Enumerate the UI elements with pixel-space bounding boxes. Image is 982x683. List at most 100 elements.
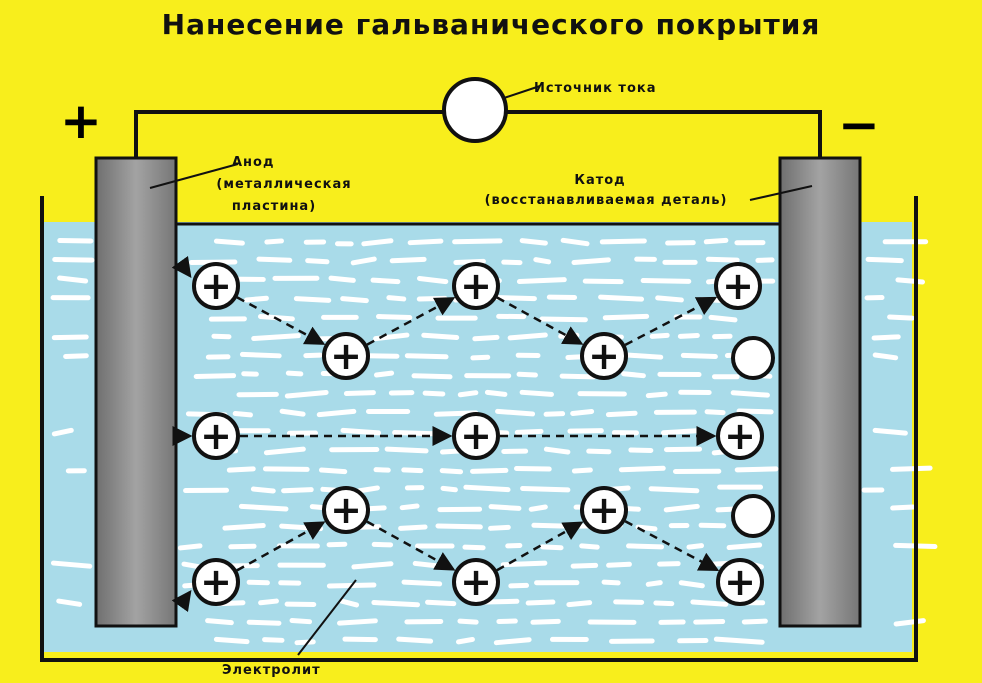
electrolyte-dash: [318, 467, 348, 475]
anode-plate: [94, 156, 178, 628]
electrolyte-dash: [704, 409, 726, 416]
electrolyte-dash: [734, 466, 779, 473]
electrolyte-dash: [872, 427, 908, 436]
ion-path-segment: [236, 521, 326, 572]
electrolyte-dash: [316, 408, 357, 418]
electrolyte-dash: [350, 256, 377, 266]
electrolyte-dash: [599, 238, 647, 245]
ion-circle: [580, 486, 628, 534]
electrolyte-dash: [890, 504, 916, 511]
anode-label-line1: Анод: [232, 155, 275, 170]
electrolyte-dash: [645, 391, 668, 399]
electrolyte-dash: [305, 258, 330, 265]
electrolyte-dash: [343, 390, 376, 397]
electrolyte-dash: [211, 333, 232, 340]
electrolyte-dash: [279, 408, 306, 417]
electrolyte-dash: [618, 465, 666, 473]
anode-release-arrow: [171, 589, 192, 613]
electrolyte-dash: [361, 238, 394, 247]
electrolyte-dash: [462, 544, 486, 551]
electrolyte-dash: [232, 411, 253, 418]
electrolyte-dash: [495, 408, 536, 417]
anode-label-line3: пластина): [231, 199, 317, 214]
electrolyte-dash: [887, 314, 915, 321]
electrolyte-dash: [440, 485, 458, 493]
electrolyte-dash: [376, 313, 413, 321]
electrolyte-dash: [63, 353, 89, 359]
electrolyte-dash: [570, 562, 599, 569]
electrolyte-dash: [648, 486, 700, 494]
positive-ion: +: [452, 412, 500, 460]
cathode-label-line2: (восстанавливаемая деталь): [484, 193, 728, 208]
electrolyte-dash: [470, 467, 509, 474]
electrolyte-dash: [488, 524, 511, 531]
electrolyte-dash: [386, 295, 407, 302]
electrolyte-dash: [540, 544, 564, 551]
deposited-metal: [731, 336, 775, 380]
power-source: [442, 77, 508, 143]
electrolyte-dash: [530, 618, 561, 625]
positive-ion: +: [580, 332, 628, 380]
electrolyte-dash: [213, 636, 250, 645]
electrolyte-dash: [493, 637, 532, 646]
electrolyte-dash: [457, 390, 479, 398]
ion-charge-symbol: +: [330, 334, 362, 378]
ion-circle: [192, 412, 240, 460]
ion-path-segment: [624, 520, 720, 572]
electrolyte-dash: [872, 352, 899, 361]
electrolyte-dash: [396, 636, 434, 644]
ion-charge-symbol: +: [588, 488, 620, 532]
ion-charge-symbol: +: [200, 560, 232, 604]
electrolyte-dash: [741, 618, 768, 625]
electrolyte-dash: [351, 561, 394, 570]
electrolyte-dash: [895, 277, 925, 285]
electrolyte-dash: [285, 370, 304, 377]
deposited-metal: [731, 494, 775, 538]
electrolyte-dash: [243, 295, 269, 303]
electrolyte-dash: [559, 373, 597, 380]
electrolyte-dash: [507, 332, 548, 341]
electrolyte-dash: [452, 238, 503, 245]
electrolyte-dash: [239, 351, 282, 359]
electrolyte-dash: [342, 636, 378, 643]
electrolyte-dash: [472, 334, 500, 342]
ion-charge-symbol: +: [722, 264, 754, 308]
electrolyte-dash: [531, 522, 569, 529]
electrolyte-dash: [586, 448, 612, 455]
electrolyte-dash: [602, 313, 650, 321]
electrolyte-dash: [404, 353, 449, 360]
electrolyte-dash: [519, 238, 548, 246]
electrolyte-dash: [705, 256, 740, 263]
electrolyte-dash: [560, 237, 590, 247]
electrolyte-dash: [736, 408, 774, 415]
electrolyte-dash: [251, 333, 301, 341]
positive-ion: +: [192, 412, 240, 460]
electrolyte-dash: [238, 503, 289, 512]
electrolyte-dash: [262, 466, 310, 472]
ion-circle: [322, 332, 370, 380]
electrolyte-dash: [181, 561, 203, 570]
electrolyte-label: Электролит: [222, 663, 321, 678]
electrolyte-dash: [339, 598, 360, 608]
electrolyte-dash: [421, 332, 460, 341]
tank-wall: [40, 196, 918, 662]
electrolyte-dash: [213, 238, 245, 246]
anode-release-arrow: [171, 255, 192, 279]
electrolyte-dash: [401, 467, 424, 474]
power-source-label: Источник тока: [534, 81, 657, 96]
electrolyte-dash: [488, 504, 522, 511]
power-source-leader: [503, 85, 541, 99]
electrolyte-dash: [52, 257, 95, 263]
ion-charge-symbol: +: [330, 488, 362, 532]
ions: +++++++++++++: [192, 262, 764, 606]
electrolyte-dash: [865, 256, 904, 264]
electrolyte-dash: [284, 389, 329, 399]
electrolyte-dash: [649, 332, 670, 339]
negative-terminal-sign: −: [838, 96, 880, 154]
electrolyte-dash: [605, 410, 638, 418]
electrolyte-dash: [893, 618, 926, 627]
electrolyte-dash: [619, 352, 664, 360]
electrolyte-dash: [289, 617, 313, 625]
electrolyte-dash: [663, 503, 700, 513]
